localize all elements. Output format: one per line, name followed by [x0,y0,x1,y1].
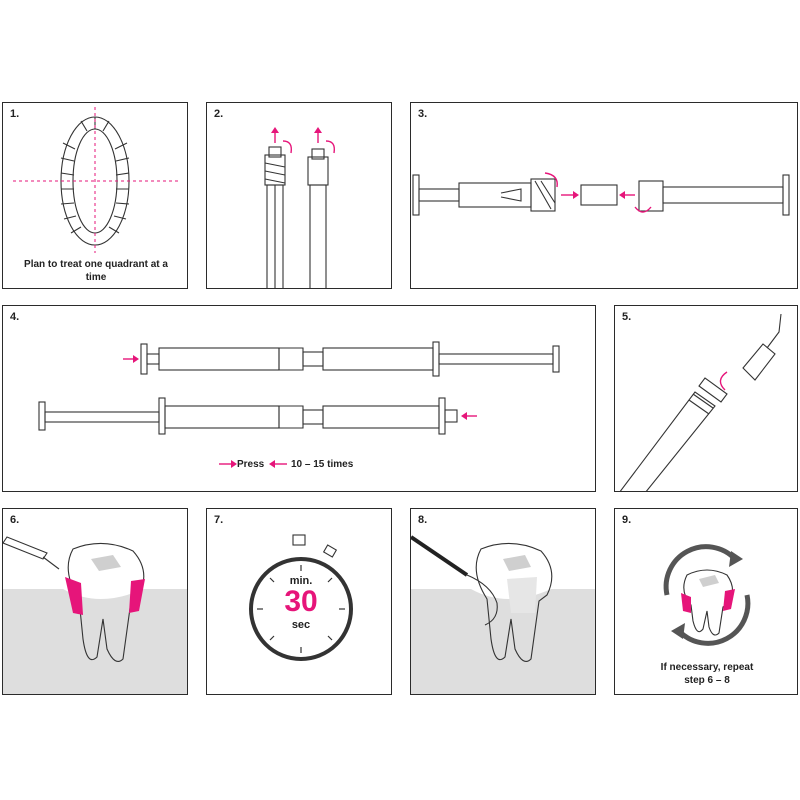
syringe-assembly-diagram [412,172,790,216]
step-3-number: 3. [418,108,428,120]
step-5-number: 5. [622,311,632,323]
step-8-panel: 8. [410,508,596,695]
repeat-cycle-diagram [663,544,751,646]
timer-value: 30 [284,585,318,618]
press-label: Press [237,459,265,470]
step-9-caption: If necessary, repeat step 6 – 8 [660,662,754,686]
repeat-arrow-icon [729,551,743,567]
syringe-caps-diagram [264,127,336,288]
timer-unit-label: sec [291,619,311,631]
dental-arch-diagram [13,107,179,253]
syringe-mixing-diagram [38,341,560,468]
stopwatch-icon [249,534,353,661]
step-1-panel: 1. Plan to treat one quadrant at a time [2,102,188,289]
times-label: 10 – 15 times [291,459,354,470]
step-4-number: 4. [10,311,20,323]
step-1-number: 1. [10,108,20,120]
step-2-panel: 2. [206,102,392,289]
step-3-panel: 3. [410,102,798,289]
step-8-number: 8. [418,514,428,526]
cannula-attach-diagram [619,313,782,491]
step-1-caption: Plan to treat one quadrant at a time [24,259,168,283]
step-2-number: 2. [214,108,224,120]
step-9-number: 9. [622,514,632,526]
step-6-panel: 6. [2,508,188,695]
timer-top-label: min. [289,575,313,587]
tooth-massage-diagram [411,535,595,694]
step-7-panel: 7. min. 30 sec [206,508,392,695]
step-7-number: 7. [214,514,224,526]
step-9-panel: 9. If necessary, repeat step 6 – 8 [614,508,798,695]
tooth-application-diagram [3,536,187,694]
step-6-number: 6. [10,514,20,526]
step-5-panel: 5. [614,305,798,492]
step-4-panel: 4. Press 10 – 15 times [2,305,596,492]
